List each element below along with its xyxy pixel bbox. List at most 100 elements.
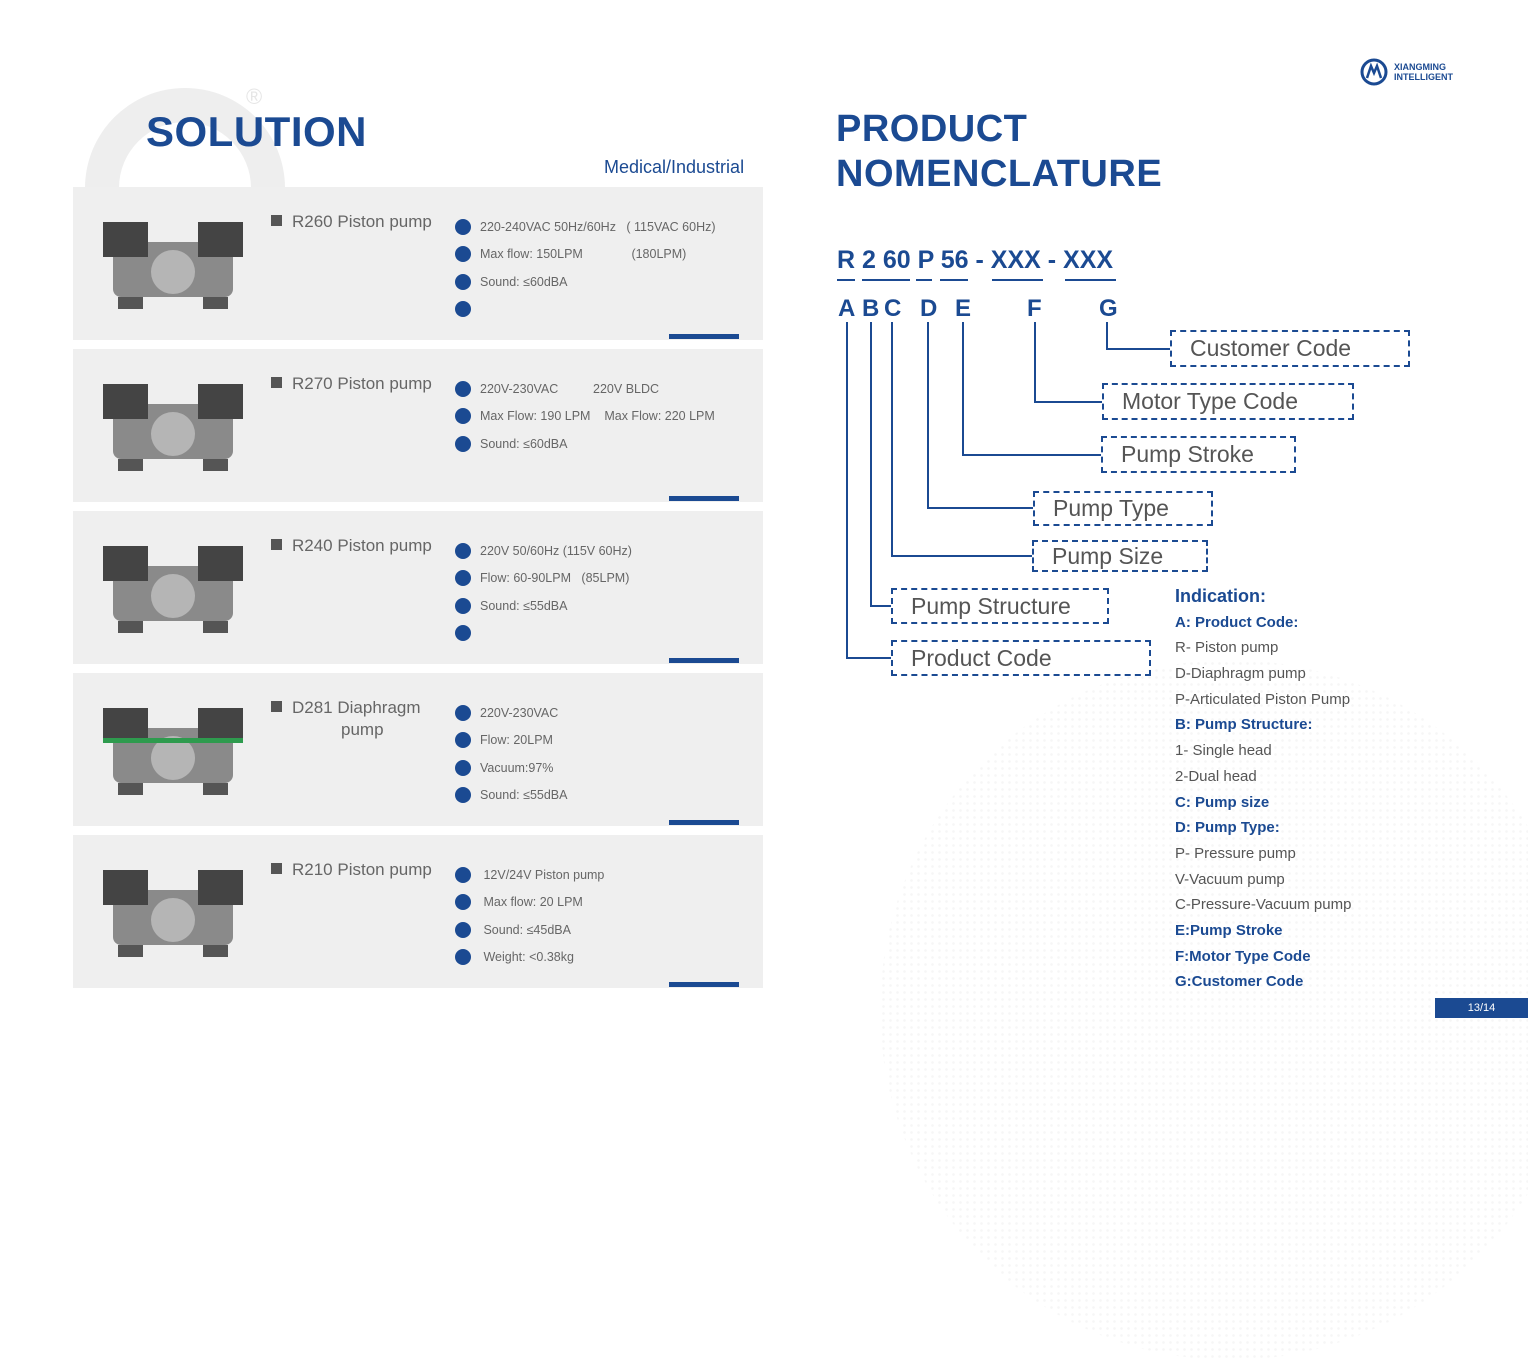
spec-item: 220V-230VAC 220V BLDC bbox=[455, 375, 715, 403]
spec-text: Flow: 20LPM bbox=[480, 733, 553, 748]
accent-bar bbox=[669, 982, 739, 987]
spec-text: Max Flow: 190 LPM Max Flow: 220 LPM bbox=[480, 409, 715, 424]
spec-bullet-icon bbox=[455, 597, 471, 614]
product-name: R240 Piston pump bbox=[271, 535, 432, 557]
spec-bullet-icon bbox=[455, 704, 471, 721]
indication-item: D: Pump Type: bbox=[1175, 819, 1280, 837]
indication-item: A: Product Code: bbox=[1175, 613, 1299, 631]
spec-text: Max flow: 150LPM (180LPM) bbox=[480, 247, 687, 262]
solution-title: SOLUTION bbox=[146, 108, 367, 155]
spec-item: 220V 50/60Hz (115V 60Hz) bbox=[455, 537, 632, 565]
product-name-text: R240 Piston pump bbox=[292, 536, 432, 555]
spec-bullet-icon bbox=[455, 435, 471, 452]
indication-item: C: Pump size bbox=[1175, 793, 1270, 811]
spec-text: Flow: 60-90LPM (85LPM) bbox=[480, 571, 630, 586]
spec-text: Sound: ≤60dBA bbox=[480, 436, 568, 451]
spec-text: Sound: ≤60dBA bbox=[480, 274, 568, 289]
pump-image bbox=[103, 708, 243, 795]
indication-item: D-Diaphragm pump bbox=[1175, 665, 1306, 683]
logo-icon bbox=[1360, 58, 1388, 86]
code-box: Motor Type Code bbox=[1102, 383, 1354, 420]
spec-item: Weight: <0.38kg bbox=[455, 944, 604, 972]
code-box: Pump Type bbox=[1033, 491, 1213, 526]
code-box-label: Customer Code bbox=[1190, 335, 1352, 361]
product-name: R270 Piston pump bbox=[271, 373, 432, 395]
code-box-label: Pump Type bbox=[1053, 495, 1169, 521]
code-box: Pump Size bbox=[1032, 540, 1208, 572]
product-card: R270 Piston pump 220V-230VAC 220V BLDC Max… bbox=[73, 349, 763, 502]
code-letter-e: E bbox=[955, 295, 972, 322]
accent-bar bbox=[669, 658, 739, 663]
spec-item: Sound: ≤60dBA bbox=[455, 268, 716, 296]
pump-image bbox=[103, 546, 243, 633]
code-box-label: Pump Stroke bbox=[1121, 441, 1254, 467]
indication-heading: Indication: bbox=[1175, 586, 1266, 606]
code-letter-g: G bbox=[1099, 295, 1118, 322]
code-box-label: Pump Structure bbox=[911, 592, 1071, 619]
spec-text: 220V-230VAC 220V BLDC bbox=[480, 381, 660, 396]
spec-bullet-icon bbox=[455, 732, 471, 749]
accent-bar bbox=[669, 820, 739, 825]
code-letter-d: D bbox=[920, 295, 938, 322]
product-name: R260 Piston pump bbox=[271, 211, 432, 233]
code-string: R 2 60 P 56 - XXX - XXX bbox=[837, 246, 1114, 274]
code-letter-a: A bbox=[838, 295, 856, 322]
connector-lines bbox=[837, 279, 1170, 659]
product-name-text: R260 Piston pump bbox=[292, 212, 432, 231]
code-box-label: Pump Size bbox=[1052, 542, 1164, 569]
spec-item: Sound: ≤55dBA bbox=[455, 592, 632, 620]
spec-item: Max Flow: 190 LPM Max Flow: 220 LPM bbox=[455, 403, 715, 431]
spec-item: Sound: ≤55dBA bbox=[455, 782, 567, 810]
indication-item: E:Pump Stroke bbox=[1175, 921, 1283, 939]
spec-text: Sound: ≤55dBA bbox=[480, 788, 568, 803]
page-number: 13/14 bbox=[1435, 998, 1528, 1018]
indication-item: P- Pressure pump bbox=[1175, 844, 1296, 862]
indication-item: F:Motor Type Code bbox=[1175, 947, 1311, 965]
spec-text: 220-240VAC 50Hz/60Hz ( 115VAC 60Hz) bbox=[480, 219, 716, 234]
product-name-text: R270 Piston pump bbox=[292, 374, 432, 393]
registered-mark: ® bbox=[246, 84, 263, 109]
indication-item: 1- Single head bbox=[1175, 742, 1272, 760]
spec-bullet-icon bbox=[455, 949, 471, 966]
indication-item: 2-Dual head bbox=[1175, 767, 1257, 785]
indication-item: C-Pressure-Vacuum pump bbox=[1175, 896, 1352, 914]
code-box: Product Code bbox=[891, 640, 1151, 676]
indication-item: P-Articulated Piston Pump bbox=[1175, 690, 1351, 708]
pump-image bbox=[103, 222, 243, 309]
spec-bullet-icon bbox=[455, 246, 471, 263]
pump-image bbox=[103, 870, 243, 957]
code-box: Customer Code bbox=[1170, 330, 1410, 367]
product-name-line2: pump bbox=[341, 720, 384, 739]
spec-item bbox=[455, 620, 632, 648]
spec-bullet-icon bbox=[455, 787, 471, 804]
spec-bullet-icon bbox=[455, 866, 471, 883]
square-bullet-icon bbox=[271, 539, 282, 550]
spec-bullet-icon bbox=[455, 921, 471, 938]
spec-text: 12V/24V Piston pump bbox=[480, 867, 605, 882]
square-bullet-icon bbox=[271, 215, 282, 226]
code-letter-c: C bbox=[884, 295, 902, 322]
spec-text: Max flow: 20 LPM bbox=[480, 895, 583, 910]
product-name-text: R210 Piston pump bbox=[292, 860, 432, 879]
square-bullet-icon bbox=[271, 701, 282, 712]
spec-bullet-icon bbox=[455, 894, 471, 911]
spec-text: 220V-230VAC bbox=[480, 705, 559, 720]
spec-bullet-icon bbox=[455, 380, 471, 397]
product-card: R260 Piston pump 220-240VAC 50Hz/60Hz ( 1… bbox=[73, 187, 763, 340]
spec-bullet-icon bbox=[455, 625, 471, 642]
spec-text: Vacuum:97% bbox=[480, 760, 554, 775]
code-box: Pump Structure bbox=[891, 588, 1109, 624]
product-card: R240 Piston pump 220V 50/60Hz (115V 60Hz)… bbox=[73, 511, 763, 664]
accent-bar bbox=[669, 334, 739, 339]
spec-text: Sound: ≤45dBA bbox=[480, 922, 571, 937]
nomenclature-title-1: PRODUCT bbox=[836, 108, 1028, 150]
code-letter-b: B bbox=[862, 295, 880, 322]
spec-item: Max flow: 20 LPM bbox=[455, 889, 604, 917]
spec-bullet-icon bbox=[455, 218, 471, 235]
spec-item: Sound: ≤45dBA bbox=[455, 916, 604, 944]
spec-bullet-icon bbox=[455, 542, 471, 559]
code-box: Pump Stroke bbox=[1101, 436, 1296, 473]
square-bullet-icon bbox=[271, 377, 282, 388]
code-box-label: Motor Type Code bbox=[1122, 388, 1299, 414]
brand-logo: XIANGMING INTELLIGENT bbox=[1360, 58, 1453, 86]
